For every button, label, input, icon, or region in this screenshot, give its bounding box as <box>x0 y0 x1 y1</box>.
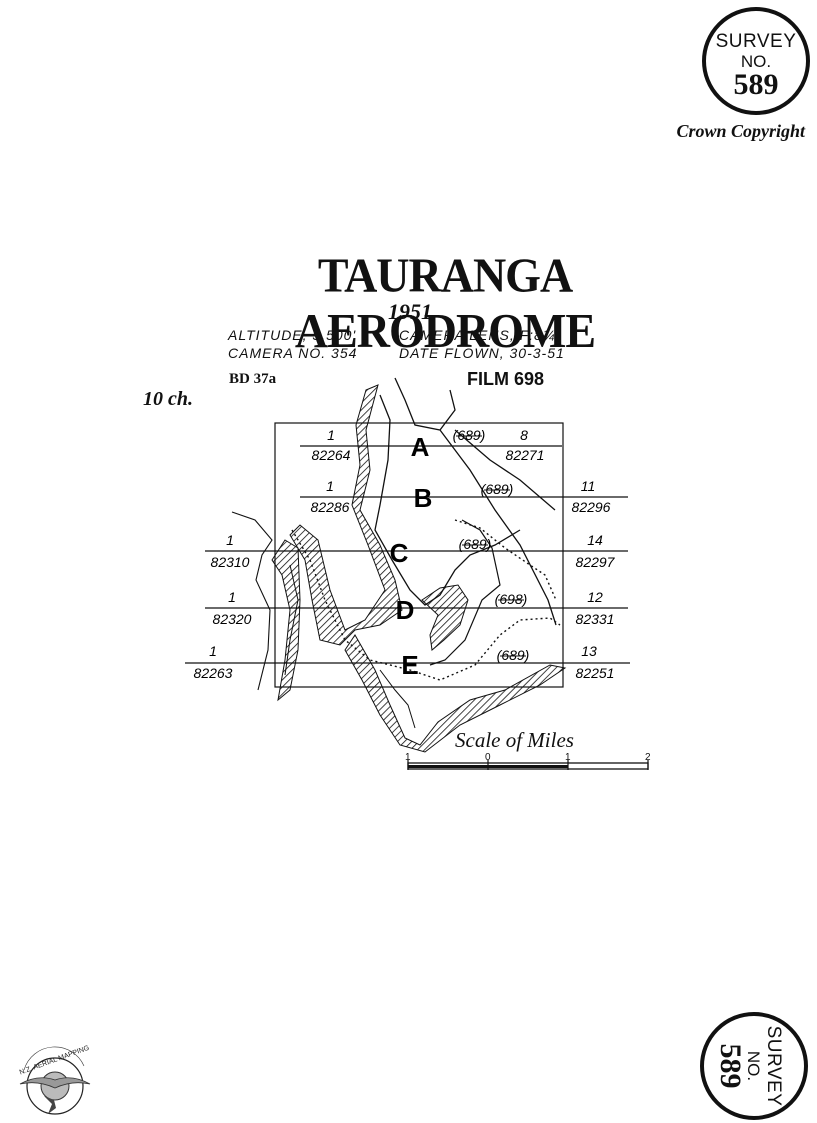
stamp-no-label: NO. <box>740 52 772 71</box>
photo-id: 82296 <box>572 499 611 515</box>
stamp-number: 589 <box>714 1043 747 1089</box>
stamp-survey-label: SURVEY <box>763 1025 784 1107</box>
reference-code: BD 37a <box>229 371 277 387</box>
photo-run-number: 1 <box>327 427 335 443</box>
stamp-number: 589 <box>733 68 779 101</box>
scale-bar <box>407 760 649 770</box>
photo-run-number: 1 <box>209 643 217 659</box>
photo-run-number: 11 <box>581 478 596 494</box>
nz-aerial-mapping-logo: N.Z. AERIAL MAPPING <box>19 1045 90 1115</box>
run-labels: A B C D E <box>390 432 433 680</box>
scale-tick-label: 1 <box>405 752 411 763</box>
film-number: FILM 698 <box>467 369 545 389</box>
film-ref-strikes <box>456 435 526 657</box>
diagonal-road <box>454 429 556 511</box>
right-photo-labels: 8 82271 11 82296 14 82297 12 82331 13 82… <box>506 427 616 681</box>
chain-scale-label: 10 ch. <box>143 388 193 410</box>
camera-lens-text: CAMERA LENS, F:8¼ <box>399 327 556 343</box>
photo-id: 82310 <box>211 554 250 570</box>
photo-run-number: 8 <box>520 427 528 443</box>
photo-run-number: 1 <box>226 532 234 548</box>
stamp-survey-label: SURVEY <box>715 31 797 52</box>
photo-id: 82264 <box>312 447 351 463</box>
harbour-outline <box>394 377 557 626</box>
photo-run-number: 12 <box>587 589 603 605</box>
photo-id: 82286 <box>311 499 350 515</box>
flight-lines <box>185 445 630 664</box>
photo-id: 82271 <box>506 447 545 463</box>
altitude-text: ALTITUDE, 5,500' <box>228 327 357 343</box>
scale-tick-label: 1 <box>565 752 571 763</box>
photo-id: 82297 <box>576 554 616 570</box>
scale-tick-label: 2 <box>645 752 651 763</box>
peninsula-outline <box>374 394 521 606</box>
photo-id: 82251 <box>576 665 615 681</box>
film-ref: (689) <box>453 427 486 443</box>
run-label: C <box>390 538 409 568</box>
crown-copyright: Crown Copyright <box>676 121 805 141</box>
island-hatch <box>421 584 469 651</box>
estuary <box>231 511 273 691</box>
photo-id: 82331 <box>576 611 615 627</box>
camera-number-text: CAMERA NO. 354 <box>228 345 358 361</box>
film-ref: (689) <box>497 647 530 663</box>
photo-id: 82263 <box>194 665 233 681</box>
railway-line <box>291 529 561 681</box>
photo-run-number: 13 <box>581 643 597 659</box>
date-flown-text: DATE FLOWN, 30-3-51 <box>399 345 565 361</box>
survey-stamp-bottom: SURVEY NO. 589 <box>700 1012 808 1120</box>
map-title: TAURANGA AERODROME <box>294 248 596 358</box>
photo-run-number: 1 <box>326 478 334 494</box>
scale-tick-label: 0 <box>485 752 491 763</box>
film-ref: (689) <box>481 481 514 497</box>
map-year: 1951 <box>388 299 432 324</box>
run-label: B <box>414 483 433 513</box>
inner-shore <box>429 519 501 666</box>
land-outline <box>379 669 416 729</box>
photo-id: 82320 <box>213 611 252 627</box>
run-label: A <box>411 432 430 462</box>
coast-hatch-west <box>289 384 403 646</box>
scale-title: Scale of Miles <box>455 728 574 752</box>
run-label: E <box>401 650 418 680</box>
film-ref: (689) <box>459 536 492 552</box>
left-photo-labels: 1 82264 1 82286 1 82310 1 82320 1 82263 <box>194 427 351 681</box>
run-label: D <box>396 595 415 625</box>
photo-run-number: 14 <box>587 532 603 548</box>
film-references: (689) (689) (689) (698) (689) <box>453 427 530 663</box>
estuary-inner <box>284 564 299 676</box>
coast-hatch-south <box>344 634 567 753</box>
photo-run-number: 1 <box>228 589 236 605</box>
film-ref: (698) <box>495 591 528 607</box>
coast-hatch-left <box>271 539 301 702</box>
survey-stamp-top: SURVEY NO. 589 <box>702 7 810 115</box>
road-line <box>454 519 557 601</box>
